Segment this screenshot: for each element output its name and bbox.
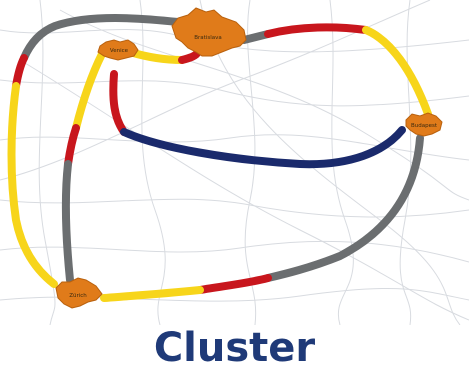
rail-line <box>38 0 56 325</box>
city-shape <box>97 39 139 61</box>
route-segment-gray <box>264 134 424 282</box>
cluster-map: Bratislava Venice Budapest Zürich <box>0 0 469 325</box>
rail-line <box>0 198 469 218</box>
route-segment-blue <box>120 126 406 169</box>
rail-line <box>59 9 469 201</box>
city-label: Venice <box>110 48 129 54</box>
city-marker-right[interactable]: Budapest <box>405 112 443 137</box>
route-segment-red <box>196 274 272 294</box>
route-segment-gray <box>61 160 74 284</box>
rail-line <box>399 0 412 325</box>
rail-line <box>244 0 257 325</box>
map-caption: Cluster <box>153 325 316 371</box>
rail-line <box>329 0 354 325</box>
city-label: Budapest <box>411 123 438 129</box>
rail-line <box>19 59 469 321</box>
city-marker-top-left[interactable]: Venice <box>97 39 139 61</box>
city-marker-bottom-left[interactable]: Zürich <box>55 277 103 309</box>
route-segment-yellow <box>7 82 58 288</box>
rail-line <box>199 0 461 325</box>
city-label: Bratislava <box>194 35 221 41</box>
route-segment-red <box>64 124 80 168</box>
route-segment-yellow <box>126 48 186 64</box>
city-shape <box>405 112 443 137</box>
route-segment-red <box>178 48 202 64</box>
city-marker-top-center[interactable]: Bratislava <box>171 7 247 57</box>
city-shape <box>55 277 103 309</box>
rail-line <box>0 79 469 107</box>
route-segment-yellow <box>362 26 432 118</box>
route-segment-red <box>109 70 128 136</box>
city-label: Zürich <box>69 293 87 299</box>
route-segment-yellow <box>72 50 106 132</box>
route-segment-red <box>264 23 370 38</box>
route-layer <box>7 14 432 302</box>
route-segment-yellow <box>100 286 204 302</box>
city-shape <box>171 7 247 57</box>
rail-line <box>0 240 469 263</box>
route-segment-gray <box>20 14 182 62</box>
